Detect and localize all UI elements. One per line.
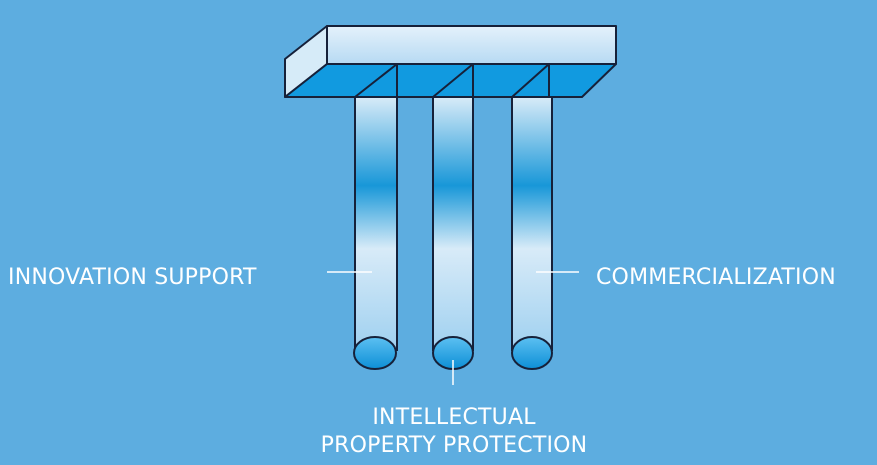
pillar-base-left [353, 336, 397, 370]
pillar-innovation-support [354, 96, 398, 351]
pillar-commercialization [511, 96, 553, 351]
pillar-intellectual-property [432, 96, 474, 351]
label-bottom-line-1: INTELLECTUAL [372, 405, 536, 430]
pillar-base-right [511, 336, 553, 370]
label-bottom-line-2: PROPERTY PROTECTION [320, 433, 588, 458]
label-intellectual-property-protection: INTELLECTUAL PROPERTY PROTECTION [264, 404, 644, 460]
label-innovation-support: INNOVATION SUPPORT [8, 265, 257, 290]
label-commercialization: COMMERCIALIZATION [596, 265, 836, 290]
slab-front-face [326, 25, 617, 65]
